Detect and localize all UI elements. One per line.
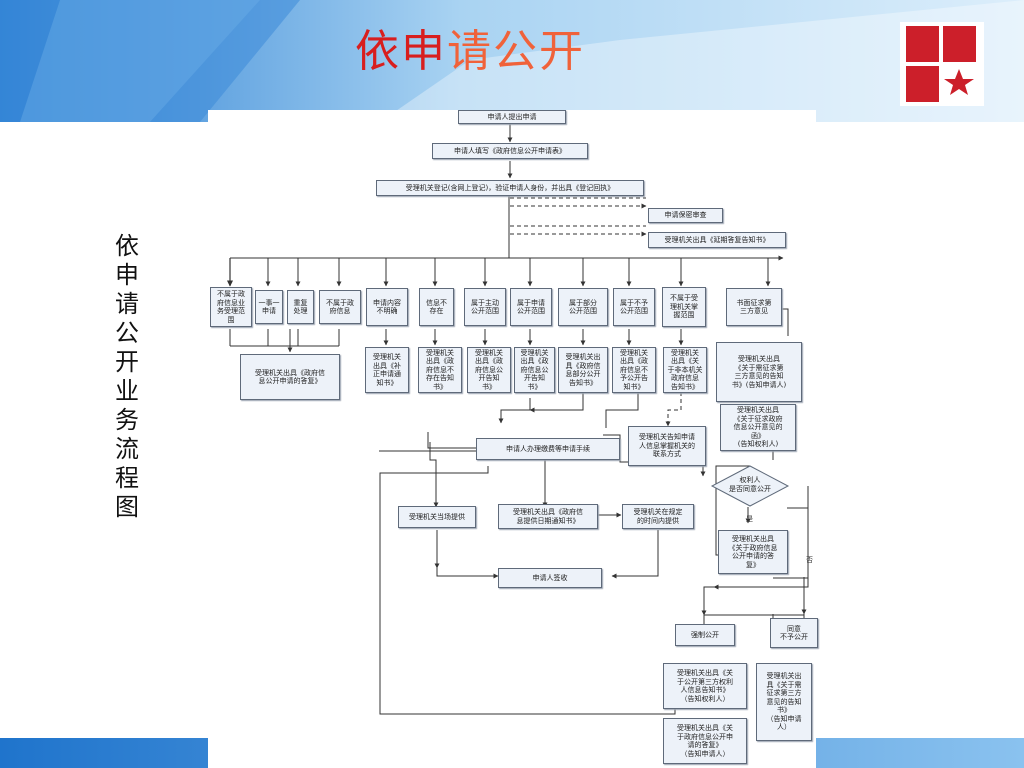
title-part-orange: 请公开 — [447, 26, 585, 77]
flow-node-disclosure-notice-b: 受理机关 出具《政 府信息公 开告知 书》 — [514, 347, 555, 393]
flow-node-not-held: 不属于受 理机关掌 握范围 — [662, 287, 706, 327]
flow-node-provide-within-time: 受理机关在规定 的时间内提供 — [622, 504, 694, 529]
flow-node-register: 受理机关登记(含网上登记)，验证申请人身份，并出具《登记回执》 — [376, 180, 644, 196]
flow-node-not-exist-notice: 受理机关 出具《政 府信息不 存在告知 书》 — [418, 347, 462, 393]
flow-node-inform-holder: 受理机关告知申请 人信息掌握机关的 联系方式 — [628, 426, 706, 466]
flow-node-date-notice: 受理机关出具《政府信 息提供日期通知书》 — [498, 504, 598, 529]
flow-node-third-party-letter: 受理机关出具 《关于征求政府 信息公开意见的 函》 (告知权利人) — [720, 404, 796, 451]
flow-node-no-disclosure-notice: 受理机关 出具《政 府信息不 予公开告 知书》 — [612, 347, 656, 393]
flow-node-disclosure-notice-a: 受理机关 出具《政 府信息公 开告知 书》 — [467, 347, 511, 393]
flowchart-panel: 申请人提出申请 申请人填写《政府信息公开申请表》 受理机关登记(含网上登记)，验… — [208, 110, 818, 768]
flow-node-unclear: 申请内容 不明确 — [366, 288, 408, 326]
flow-node-repeated: 重复 处理 — [287, 290, 314, 324]
flow-node-reply-1: 受理机关出具《政府信 息公开申请的答复》 — [240, 354, 340, 400]
side-title: 依申请公开业务流程图 — [115, 232, 139, 521]
flow-node-not-exist: 信息不 存在 — [419, 288, 454, 326]
logo-star-icon — [900, 22, 984, 106]
flow-node-third-party-consult: 书面征求第 三方意见 — [726, 288, 782, 326]
flow-node-fill-form: 申请人填写《政府信息公开申请表》 — [432, 143, 588, 159]
flow-node-active-disclosure: 属于主动 公开范围 — [464, 288, 506, 326]
flow-node-not-held-notice: 受理机关 出具《关 于非本机关 政府信息 告知书》 — [663, 347, 707, 393]
label-no: 否 — [806, 556, 813, 564]
flow-node-not-gov-info: 不属于政 府信息 — [319, 290, 361, 324]
flow-node-extension-notice: 受理机关出具《延期答复告知书》 — [648, 232, 786, 248]
flow-node-apply-disclosure: 属于申请 公开范围 — [510, 288, 552, 326]
flow-node-third-party-notice-final: 受理机关出 具《关于需 征求第三方 意见的告知 书》 （告知申请 人） — [756, 663, 812, 741]
flow-node-third-party-notice-applicant: 受理机关出具 《关于需征求第 三方意见的告知 书》(告知申请人) — [716, 342, 802, 402]
flow-node-third-party-reply: 受理机关出具 《关于政府信息 公开申请的答 复》 — [718, 530, 788, 574]
decision-consent-text: 权利人 是否同意公开 — [729, 476, 771, 493]
flow-node-no-disclosure: 属于不予 公开范围 — [613, 288, 655, 326]
flow-node-one-matter: 一事一 申请 — [255, 290, 283, 324]
flow-node-partial-disclosure: 属于部分 公开范围 — [558, 288, 608, 326]
flow-node-agree-no-disclosure: 同意 不予公开 — [770, 618, 818, 648]
flow-node-submit-application: 申请人提出申请 — [458, 110, 566, 124]
flow-node-applicant-signs: 申请人签收 — [498, 568, 602, 588]
flow-node-secrecy-review: 申请保密审查 — [648, 208, 723, 223]
flow-connectors — [227, 124, 809, 715]
flow-node-reply-applicant: 受理机关出具《关 于政府信息公开申 请的答复》 （告知申请人） — [663, 718, 747, 764]
flow-node-out-of-scope: 不属于政 府信息业 务受理范 围 — [210, 287, 252, 327]
flow-node-notify-rightholder: 受理机关出具《关 于公开第三方权利 人信息告知书》 （告知权利人） — [663, 663, 747, 709]
decision-diamond — [710, 465, 790, 507]
label-yes: 是 — [746, 515, 753, 523]
title-part-red: 依申 — [355, 26, 447, 77]
flow-node-partial-notice: 受理机关出 具《政府信 息部分公开 告知书》 — [558, 347, 608, 393]
flow-node-provide-on-site: 受理机关当场提供 — [398, 506, 476, 528]
flow-node-fee-procedure: 申请人办理缴费等申请手续 — [476, 438, 620, 460]
flow-node-correction-notice: 受理机关 出具《补 正申请通 知书》 — [365, 347, 409, 393]
flow-node-forced-disclosure: 强制公开 — [675, 624, 735, 646]
page-title: 依申请公开 — [355, 24, 585, 80]
